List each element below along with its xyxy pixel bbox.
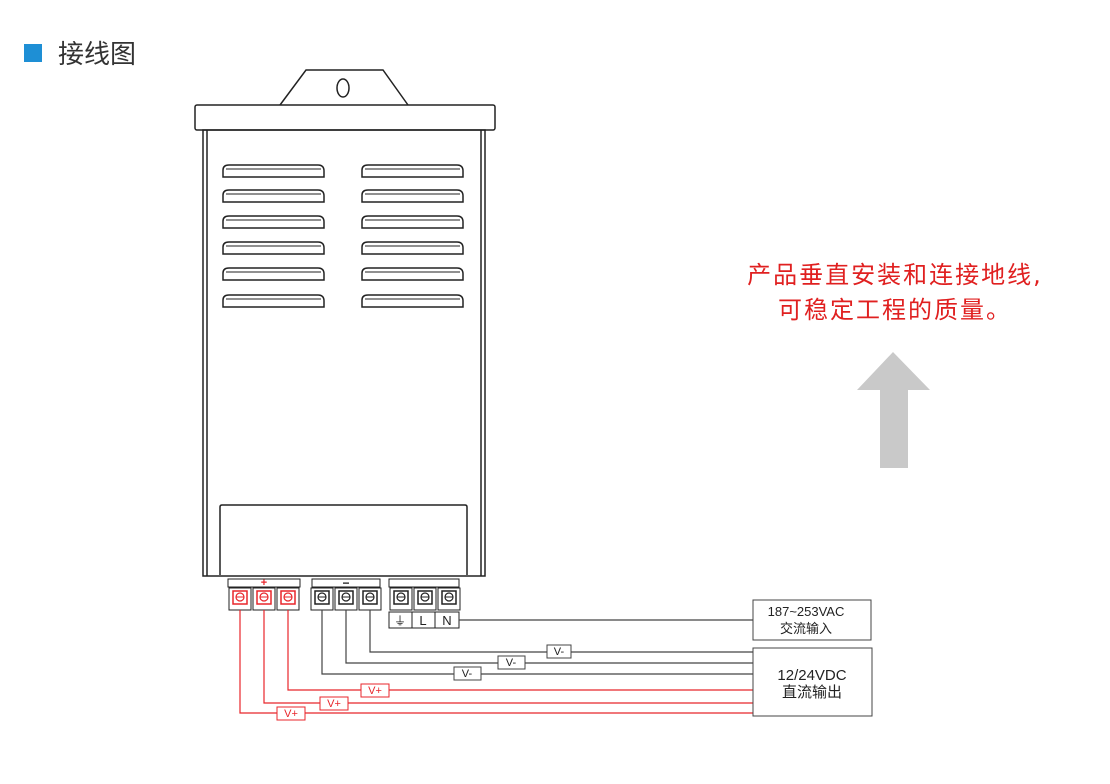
terminal-block	[310, 578, 382, 611]
page-title: 接线图	[58, 40, 136, 70]
title-square-icon	[24, 44, 42, 62]
dc-label: 直流输出	[782, 683, 842, 701]
vplus-wire-2	[263, 610, 753, 704]
install-note-line1: 产品垂直安装和连接地线,	[747, 261, 1043, 289]
vent-slot	[361, 215, 464, 229]
plus-label: +	[261, 577, 267, 589]
vent-slot	[222, 294, 325, 308]
bottom-panel	[219, 504, 468, 575]
power-supply-enclosure	[194, 69, 496, 577]
vplus-label: V+	[327, 698, 341, 710]
vminus-wire-3	[321, 610, 753, 675]
wires	[239, 610, 753, 714]
vent-slot	[222, 189, 325, 203]
live-label: L	[419, 613, 426, 628]
vent-slot	[361, 164, 464, 178]
vminus-label: V-	[554, 646, 565, 658]
vent-slot	[361, 267, 464, 281]
vent-slots	[222, 164, 464, 308]
lid	[194, 104, 496, 131]
vplus-wire-3	[239, 610, 753, 714]
hanger-hole	[336, 78, 350, 98]
vminus-label: V-	[506, 657, 517, 669]
ac-voltage: 187~253VAC	[768, 604, 845, 619]
vminus-label: V-	[462, 668, 473, 680]
vent-slot	[222, 215, 325, 229]
neutral-label: N	[442, 613, 451, 628]
up-arrow-icon	[857, 352, 930, 468]
dc-voltage: 12/24VDC	[777, 667, 846, 684]
ac-input-box	[752, 599, 872, 641]
minus-label: −	[342, 576, 349, 590]
hanger-bracket	[279, 69, 409, 106]
terminal-blocks	[227, 578, 461, 611]
vent-slot	[222, 241, 325, 255]
vminus-wire-2	[345, 610, 753, 664]
vent-slot	[361, 189, 464, 203]
vminus-wire-1	[369, 610, 753, 653]
ac-label: 交流输入	[780, 621, 832, 637]
body	[202, 129, 486, 577]
vplus-label: V+	[284, 708, 298, 720]
vent-slot	[361, 241, 464, 255]
vplus-wire-1	[287, 610, 753, 691]
dc-output-box	[752, 647, 873, 717]
vent-slot	[361, 294, 464, 308]
ground-symbol-icon: ⏚	[394, 614, 406, 628]
vplus-label: V+	[368, 685, 382, 697]
vent-slot	[222, 164, 325, 178]
vent-slot	[222, 267, 325, 281]
terminal-block	[388, 578, 461, 611]
install-note-line2: 可稳定工程的质量。	[778, 296, 1012, 324]
terminal-block	[227, 578, 301, 611]
